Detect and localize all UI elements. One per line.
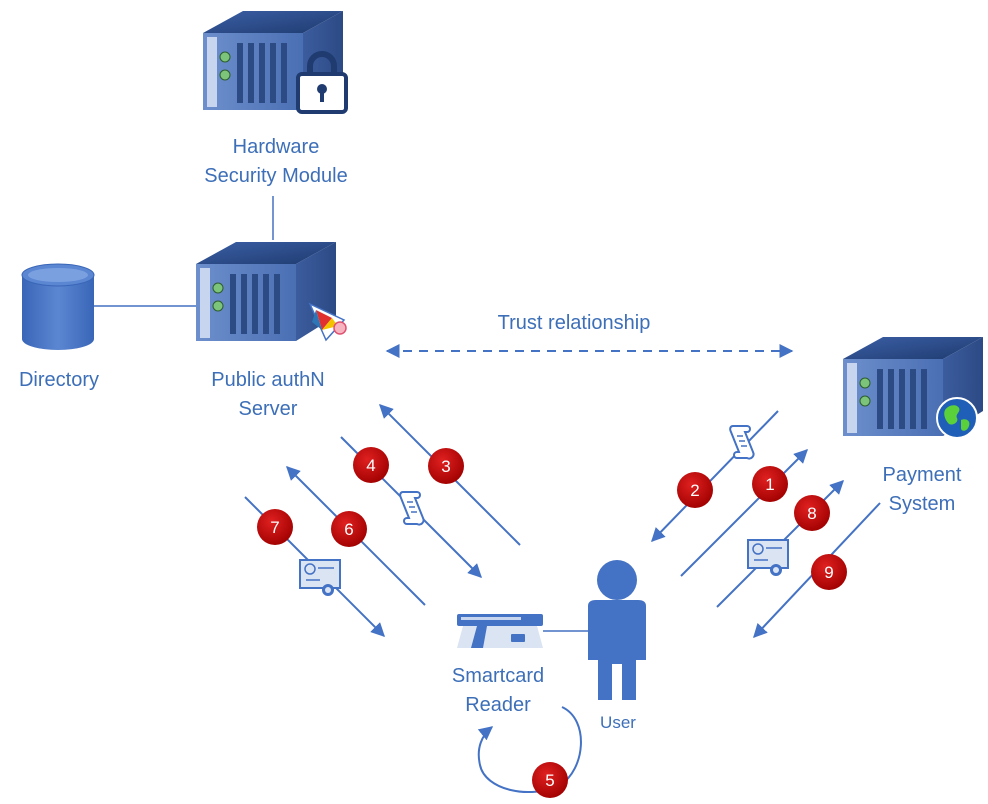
trust-relationship-text: Trust relationship bbox=[497, 312, 651, 334]
token-scroll-icon-1 bbox=[729, 425, 755, 460]
step-badge-3: 3 bbox=[428, 448, 464, 484]
user-label: User bbox=[588, 708, 648, 737]
payment-system-label-line1: Payment bbox=[882, 464, 962, 486]
lock-icon bbox=[296, 51, 348, 114]
hsm-label: Hardware Security Module bbox=[176, 133, 376, 191]
token-scroll-icon-2 bbox=[399, 491, 425, 526]
certificate-ribbon-icon bbox=[308, 302, 347, 342]
step-badge-7: 7 bbox=[257, 509, 293, 545]
hsm-server-icon bbox=[203, 11, 343, 110]
card-reader-icon bbox=[457, 614, 543, 648]
step-number: 3 bbox=[441, 457, 450, 476]
arrow-step-1 bbox=[680, 449, 808, 577]
directory-label-text: Directory bbox=[18, 369, 99, 391]
step-number: 9 bbox=[824, 563, 833, 582]
trust-relationship-label: Trust relationship bbox=[474, 309, 674, 338]
step-badge-6: 6 bbox=[331, 511, 367, 547]
auth-server-icon bbox=[196, 242, 336, 341]
step-badge-5: 5 bbox=[532, 762, 568, 798]
certificate-icon-2 bbox=[747, 539, 789, 576]
certificate-icon-1 bbox=[299, 559, 341, 596]
step-badge-9: 9 bbox=[811, 554, 847, 590]
hsm-label-line1: Hardware bbox=[232, 136, 320, 158]
step-badge-2: 2 bbox=[677, 472, 713, 508]
step-number: 5 bbox=[545, 771, 554, 790]
step-badge-1: 1 bbox=[752, 466, 788, 502]
step-number: 2 bbox=[690, 481, 699, 500]
database-icon bbox=[21, 263, 95, 350]
user-label-text: User bbox=[600, 713, 636, 732]
payment-system-label: Payment System bbox=[862, 461, 982, 519]
step-number: 7 bbox=[270, 518, 279, 537]
person-icon bbox=[588, 560, 646, 700]
hsm-label-line2: Security Module bbox=[204, 165, 348, 187]
smartcard-reader-label-line1: Smartcard bbox=[451, 665, 545, 687]
auth-server-label: Public authN Server bbox=[178, 366, 358, 424]
directory-label: Directory bbox=[0, 366, 118, 395]
step-number: 8 bbox=[807, 504, 816, 523]
step-number: 1 bbox=[765, 475, 774, 494]
step-badge-4: 4 bbox=[353, 447, 389, 483]
auth-server-label-line1: Public authN bbox=[211, 369, 325, 391]
arrow-step-2 bbox=[651, 410, 779, 543]
auth-server-label-line2: Server bbox=[238, 398, 298, 420]
payment-system-label-line2: System bbox=[888, 493, 956, 515]
step-badges: 1 2 3 4 5 6 7 8 9 bbox=[257, 447, 847, 798]
step-badge-8: 8 bbox=[794, 495, 830, 531]
step-number: 6 bbox=[344, 520, 353, 539]
globe-icon bbox=[936, 397, 978, 439]
flow-arrows bbox=[244, 404, 881, 793]
smartcard-reader-label-line2: Reader bbox=[465, 694, 531, 716]
arrow-step-5-loop bbox=[477, 706, 582, 793]
step-number: 4 bbox=[366, 456, 375, 475]
smartcard-reader-label: Smartcard Reader bbox=[428, 662, 568, 720]
